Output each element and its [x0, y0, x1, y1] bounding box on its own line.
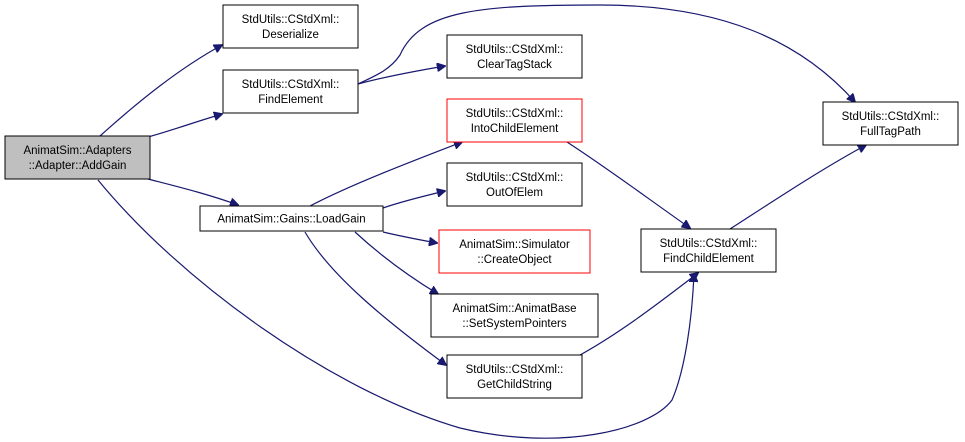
- node-label: ClearTagStack: [477, 59, 552, 71]
- node-box: [199, 205, 384, 232]
- node-getchildstring[interactable]: StdUtils::CStdXml::GetChildString: [446, 354, 583, 399]
- edge-loadgain-to-outofelem: [382, 191, 445, 209]
- node-label: IntoChildElement: [471, 123, 559, 135]
- edge-loadgain-to-intochildelement: [309, 142, 462, 207]
- node-label: StdUtils::CStdXml::: [842, 111, 940, 123]
- edge-loadgain-to-setsystempointers: [354, 231, 438, 294]
- node-outofelem[interactable]: StdUtils::CStdXml::OutOfElem: [446, 162, 583, 207]
- node-box: [222, 4, 359, 49]
- node-findelement[interactable]: StdUtils::CStdXml::FindElement: [222, 69, 359, 114]
- node-label: FullTagPath: [860, 126, 921, 138]
- node-box: [822, 101, 959, 146]
- edges-layer: [97, 4, 866, 439]
- edge-intochildelement-to-findchildelement: [566, 141, 690, 228]
- node-label: AnimatSim::Adapters: [23, 145, 131, 157]
- edge-loadgain-to-createobject: [382, 231, 437, 243]
- node-box: [4, 135, 151, 180]
- edge-addgain-to-loadgain: [147, 178, 238, 205]
- node-box: [446, 34, 583, 79]
- node-label: ::Adapter::AddGain: [29, 160, 127, 172]
- node-fulltagpath[interactable]: StdUtils::CStdXml::FullTagPath: [822, 101, 959, 146]
- node-loadgain[interactable]: AnimatSim::Gains::LoadGain: [199, 205, 384, 232]
- node-label: StdUtils::CStdXml::: [466, 364, 564, 376]
- node-createobject[interactable]: AnimatSim::Simulator::CreateObject: [438, 229, 591, 274]
- node-setsystempointers[interactable]: AnimatSim::AnimatBase::SetSystemPointers: [430, 293, 599, 338]
- node-label: StdUtils::CStdXml::: [660, 238, 758, 250]
- node-box: [446, 98, 583, 143]
- node-intochildelement[interactable]: StdUtils::CStdXml::IntoChildElement: [446, 98, 583, 143]
- node-label: AnimatSim::Gains::LoadGain: [217, 214, 365, 226]
- node-box: [430, 293, 599, 338]
- node-label: ::SetSystemPointers: [462, 318, 566, 330]
- edge-addgain-to-findelement: [147, 114, 222, 138]
- node-cleartagstack[interactable]: StdUtils::CStdXml::ClearTagStack: [446, 34, 583, 79]
- node-label: GetChildString: [477, 379, 552, 391]
- node-box: [446, 354, 583, 399]
- node-addgain[interactable]: AnimatSim::Adapters::Adapter::AddGain: [4, 135, 151, 180]
- node-label: AnimatSim::Simulator: [459, 239, 570, 251]
- nodes-layer: AnimatSim::Adapters::Adapter::AddGainStd…: [4, 4, 959, 399]
- node-label: AnimatSim::AnimatBase: [453, 303, 577, 315]
- edge-getchildstring-to-findchildelement: [566, 273, 698, 363]
- edge-findelement-to-fulltagpath: [357, 4, 855, 102]
- node-box: [438, 229, 591, 274]
- node-label: StdUtils::CStdXml::: [466, 108, 564, 120]
- node-label: ::CreateObject: [477, 254, 552, 266]
- node-box: [640, 228, 777, 273]
- node-label: Deserialize: [262, 29, 319, 41]
- node-label: StdUtils::CStdXml::: [466, 172, 564, 184]
- node-label: StdUtils::CStdXml::: [242, 14, 340, 26]
- edge-addgain-to-findchildelement: [97, 179, 694, 439]
- node-box: [446, 162, 583, 207]
- node-findchildelement[interactable]: StdUtils::CStdXml::FindChildElement: [640, 228, 777, 273]
- node-label: FindChildElement: [663, 253, 755, 265]
- node-label: StdUtils::CStdXml::: [466, 44, 564, 56]
- node-label: FindElement: [258, 94, 323, 106]
- node-box: [222, 69, 359, 114]
- node-label: OutOfElem: [486, 187, 543, 199]
- node-label: StdUtils::CStdXml::: [242, 79, 340, 91]
- edge-findelement-to-cleartagstack: [357, 66, 445, 85]
- edge-loadgain-to-getchildstring: [304, 231, 446, 365]
- edge-addgain-to-deserialize: [99, 45, 222, 137]
- node-deserialize[interactable]: StdUtils::CStdXml::Deserialize: [222, 4, 359, 49]
- edge-findchildelement-to-fulltagpath: [729, 145, 866, 230]
